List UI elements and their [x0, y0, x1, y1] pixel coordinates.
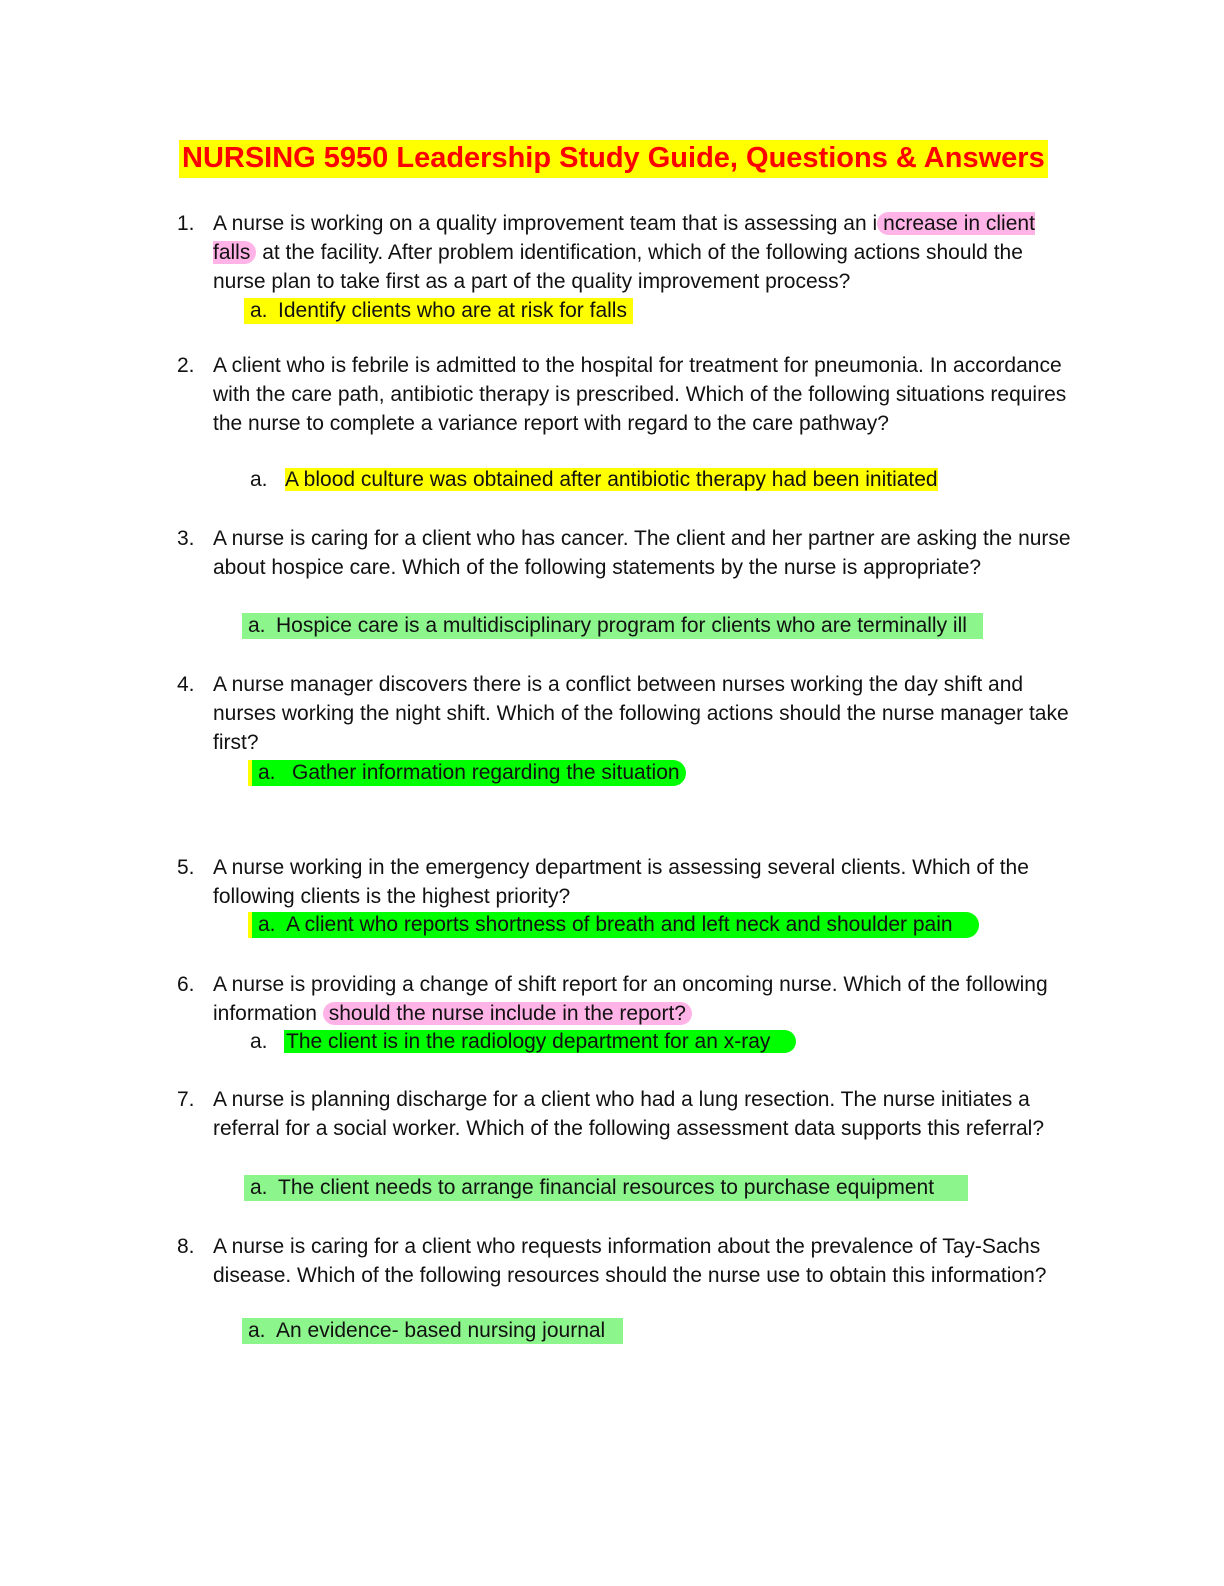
question-number-5: 5.	[177, 856, 195, 879]
answer-7: a. The client needs to arrange financial …	[244, 1175, 969, 1201]
answer-3: a. Hospice care is a multidisciplinary pr…	[242, 613, 983, 639]
question-text-5: A nurse working in the emergency departm…	[213, 856, 1029, 908]
question-text-2: A client who is febrile is admitted to t…	[213, 354, 1067, 435]
answer-5: a. A client who reports shortness of brea…	[248, 912, 979, 938]
question-text-6-highlight: should the nurse include in the report?	[322, 1002, 692, 1025]
answer-4: a. Gather information regarding the situa…	[248, 760, 686, 786]
answer-letter-5: a.	[258, 913, 276, 936]
answer-letter-6: a.	[250, 1030, 268, 1053]
question-text-6: A nurse is providing a change of shift r…	[213, 970, 1073, 1028]
question-number-8: 8.	[177, 1235, 195, 1258]
answer-text-3: Hospice care is a multidisciplinary prog…	[276, 614, 967, 637]
answer-text-1: Identify clients who are at risk for fal…	[278, 299, 627, 322]
answer-text-8: An evidence- based nursing journal	[276, 1319, 606, 1342]
question-number-4: 4.	[177, 673, 195, 696]
question-text-6-start: A nurse is providing a change of shift r…	[213, 973, 1048, 1025]
document-title: NURSING 5950 Leadership Study Guide, Que…	[179, 140, 1048, 178]
answer-text-5: A client who reports shortness of breath…	[286, 913, 953, 936]
answer-text-7: The client needs to arrange financial re…	[278, 1176, 935, 1199]
answer-letter-2: a.	[250, 468, 268, 491]
answer-text-6: The client is in the radiology departmen…	[284, 1030, 797, 1053]
question-text-7: A nurse is planning discharge for a clie…	[213, 1088, 1045, 1140]
answer-8: a. An evidence- based nursing journal	[242, 1318, 624, 1344]
question-text-1-start: A nurse is working on a quality improvem…	[213, 212, 878, 235]
answer-letter-8: a.	[248, 1319, 266, 1342]
answer-letter-7: a.	[250, 1176, 268, 1199]
answer-text-2: A blood culture was obtained after antib…	[285, 468, 938, 491]
question-number-3: 3.	[177, 527, 195, 550]
answer-2: a. A blood culture was obtained after ant…	[244, 467, 944, 493]
answer-1: a. Identify clients who are at risk for f…	[244, 298, 633, 324]
question-text-8: A nurse is caring for a client who reque…	[213, 1235, 1047, 1287]
question-number-7: 7.	[177, 1088, 195, 1111]
question-number-2: 2.	[177, 354, 195, 377]
question-text-3: A nurse is caring for a client who has c…	[213, 527, 1071, 579]
answer-text-4: Gather information regarding the situati…	[292, 761, 680, 784]
answer-letter-3: a.	[248, 614, 266, 637]
question-text-1-end: at the facility. After problem identific…	[213, 241, 1023, 293]
answer-letter-4: a.	[258, 761, 276, 784]
answer-6: a. The client is in the radiology departm…	[244, 1029, 802, 1055]
answer-letter-1: a.	[250, 299, 268, 322]
question-number-6: 6.	[177, 973, 195, 996]
question-text-1: A nurse is working on a quality improvem…	[213, 209, 1073, 296]
question-number-1: 1.	[177, 212, 195, 235]
question-text-4: A nurse manager discovers there is a con…	[213, 673, 1069, 754]
